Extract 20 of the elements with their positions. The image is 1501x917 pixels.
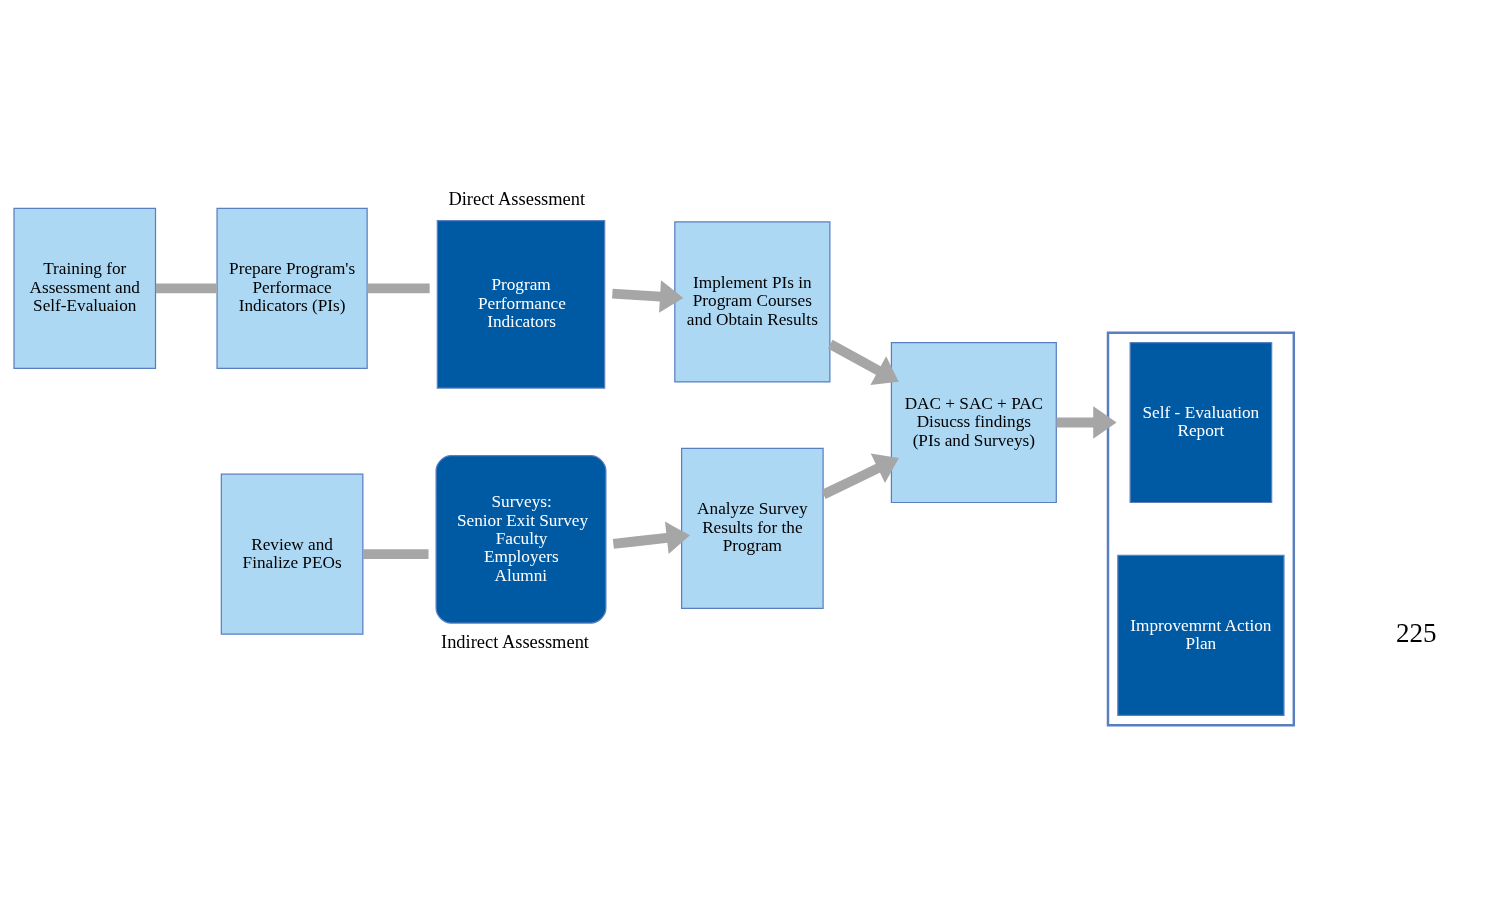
node-box: Implement PIs in Program Courses and Obtain Results (674, 221, 831, 383)
arrow (612, 521, 690, 555)
node-box: DAC + SAC + PAC Disucss findings (PIs and Surveys) (890, 341, 1057, 504)
node-box: Prepare Program's Performace Indicators (PIs) (216, 207, 368, 369)
arrow (612, 280, 684, 313)
arrow (1056, 406, 1117, 439)
node-box: Self - Evaluation Report (1129, 341, 1273, 504)
connector (367, 283, 430, 294)
label: 225 (1395, 618, 1437, 649)
arrow (827, 339, 899, 385)
node-box: Improvemrnt Action Plan (1117, 554, 1285, 716)
connector (363, 549, 429, 560)
node-box: Analyze Survey Results for the Program (680, 447, 824, 609)
arrow (821, 453, 899, 499)
node-label: Indirect Assessment (441, 631, 589, 652)
node-box: Training for Assessment and Self-Evaluaion (13, 207, 157, 369)
cluster (1106, 331, 1296, 727)
node-box: Review and Finalize PEOs (220, 473, 364, 635)
node-label: Direct Assessment (448, 188, 586, 209)
connector (155, 283, 217, 294)
